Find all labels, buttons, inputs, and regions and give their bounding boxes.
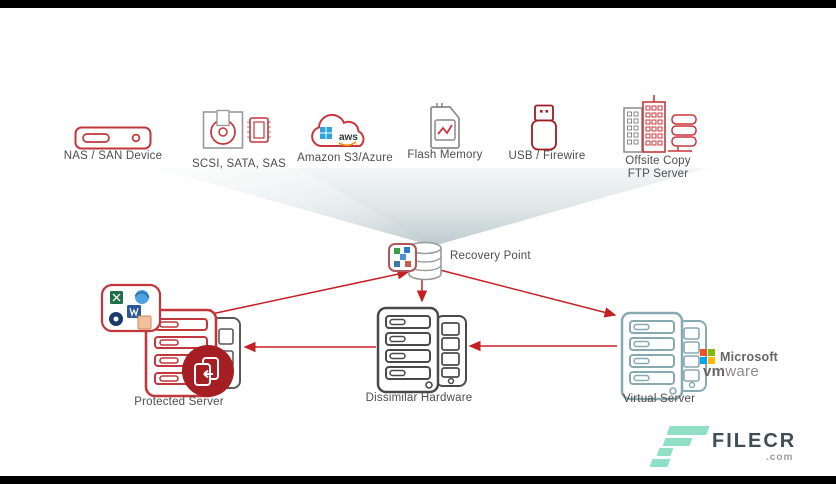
nas-device-icon: [74, 126, 152, 150]
source-label-scsi: SCSI, SATA, SAS: [192, 158, 286, 170]
arrow-recovery-virtual: [439, 269, 617, 318]
windows-logo-icon: [320, 127, 332, 139]
protected-server-label: Protected Server: [134, 396, 224, 408]
vmware-logo-text-light: ware: [725, 363, 759, 380]
filecr-watermark: FILECR .com: [644, 418, 814, 474]
cloud-icon: aws: [311, 113, 365, 147]
source-label-offsite-line1: Offsite Copy: [625, 155, 691, 167]
database-cylinder-icon: [408, 241, 442, 281]
dissimilar-hardware-label: Dissimilar Hardware: [365, 392, 473, 404]
disk-and-chip-icon: [202, 109, 271, 149]
recovery-point-label: Recovery Point: [450, 250, 531, 262]
source-label-flash: Flash Memory: [407, 149, 483, 161]
virtual-server-label: Virtual Server: [622, 393, 696, 405]
ftp-server-stack-icon: [671, 114, 697, 147]
microsoft-logo-icon: [700, 349, 715, 364]
filecr-tld-text: .com: [766, 452, 794, 463]
arrow-protected-recovery: [200, 269, 410, 319]
dissimilar-hardware-icon: [376, 306, 467, 394]
file-types-box-icon: [388, 243, 417, 272]
recovery-point-icon: [388, 241, 442, 281]
source-label-nas: NAS / SAN Device: [63, 150, 163, 162]
source-label-usb: USB / Firewire: [508, 150, 586, 162]
sd-card-icon: [430, 103, 460, 149]
source-label-offsite: Offsite Copy FTP Server: [588, 155, 728, 181]
applications-box-icon: [100, 283, 162, 333]
offsite-buildings-icon: [623, 95, 697, 153]
vmware-logo-text-bold: vm: [703, 363, 726, 380]
usb-stick-icon: [531, 104, 557, 151]
aws-logo-text: aws: [339, 132, 358, 143]
virtual-server-icon: [620, 311, 707, 401]
protected-server-icon: [100, 283, 241, 398]
filecr-logo-text: FILECR: [712, 430, 797, 452]
top-letterbox-bar: [0, 0, 836, 8]
source-label-amazon: Amazon S3/Azure: [297, 152, 393, 164]
source-label-offsite-line2: FTP Server: [627, 168, 689, 180]
vmware-logo: vmware: [703, 363, 759, 380]
bottom-letterbox-bar: [0, 476, 836, 484]
microsoft-logo: Microsoft: [700, 349, 778, 364]
restore-badge-icon: [182, 345, 234, 397]
microsoft-logo-text: Microsoft: [720, 349, 779, 364]
